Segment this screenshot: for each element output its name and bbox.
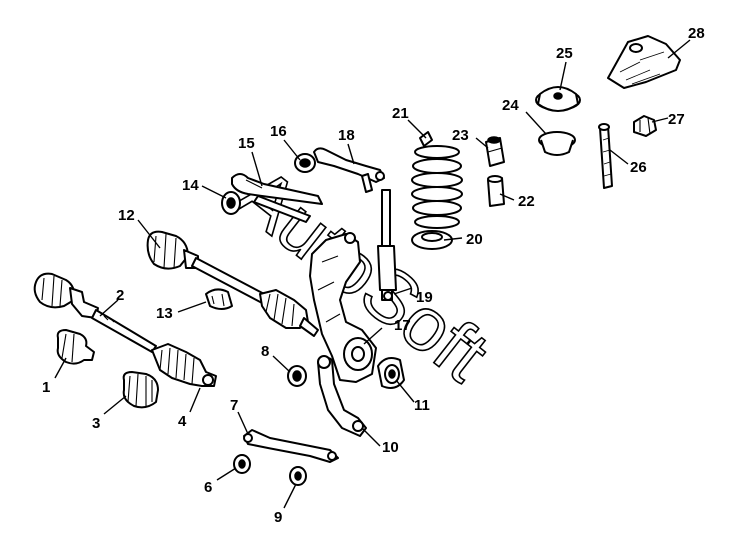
callout-3: 3 [92,415,100,432]
part-14-bushing [221,191,241,215]
part-25-strut-mount [535,86,581,112]
leader-24 [525,111,547,135]
callout-11: 11 [414,397,430,414]
leader-13 [177,301,207,313]
callout-13: 13 [156,305,173,322]
part-24-washer [538,131,576,156]
part-9-bushing [289,466,307,486]
callout-14: 14 [182,177,199,194]
callout-7: 7 [230,397,238,414]
leader-21 [407,119,427,139]
callout-24: 24 [502,97,519,114]
callout-12: 12 [118,207,135,224]
callout-4: 4 [178,413,187,430]
callout-labels: 1 2 3 4 6 7 8 9 10 11 12 13 14 15 16 17 … [42,25,705,526]
leader-7 [237,411,249,435]
callout-19: 19 [416,289,433,306]
leader-27 [651,117,669,123]
leader-17 [363,327,383,345]
leader-15 [251,151,263,187]
callout-27: 27 [668,111,685,128]
leader-25 [559,61,567,91]
leader-3 [103,395,127,415]
leader-18 [347,143,355,165]
part-1-cv-boot-small [56,329,95,365]
callout-16: 16 [270,123,287,140]
callout-1: 1 [42,379,50,396]
part-23-buffer [485,136,505,167]
leader-10 [361,427,381,447]
callout-28: 28 [688,25,705,42]
leader-11 [395,379,415,403]
part-15-upper-control-arm [231,173,323,223]
callout-10: 10 [382,439,399,456]
part-26-rod [598,123,613,189]
callout-23: 23 [452,127,469,144]
callout-17: 17 [394,317,411,334]
part-19-shock-absorber [377,189,397,301]
callout-15: 15 [238,135,255,152]
callout-9: 9 [274,509,282,526]
leader-4 [189,387,201,413]
part-27-nut [633,115,657,137]
part-4-outer-cv-joint [151,343,217,387]
leader-6 [216,467,237,481]
part-20-spring-seat [411,230,453,250]
leader-14 [201,185,227,199]
callout-20: 20 [466,231,483,248]
part-18-link-arm [313,147,385,193]
leader-12 [137,219,161,249]
part-3-boot-medium [122,371,159,409]
leader-26 [609,149,629,165]
leader-28 [667,39,691,59]
part-7-tie-rod [243,429,339,463]
callout-6: 6 [204,479,212,496]
leader-lines [54,39,691,509]
leader-9 [283,483,297,509]
part-11-bushing [377,357,405,389]
leader-16 [283,139,301,161]
part-8-bushing [287,365,307,387]
part-6-bushing [233,454,251,474]
leader-19 [393,287,413,295]
leader-20 [443,237,463,241]
part-10-lower-control-arm [317,355,367,437]
leader-22 [499,193,515,201]
callout-21: 21 [392,105,409,122]
callout-8: 8 [261,343,269,360]
callout-26: 26 [630,159,647,176]
part-12-drive-shaft-right [146,230,319,337]
part-2-drive-shaft-left [33,272,157,353]
leader-8 [272,355,291,373]
leader-2 [99,299,119,317]
leader-1 [54,357,67,379]
part-28-cover [607,35,681,89]
callout-22: 22 [518,193,535,210]
callout-18: 18 [338,127,355,144]
callout-2: 2 [116,287,124,304]
part-13-clamp [205,288,233,310]
part-16-bushing [294,153,316,173]
part-22-bump-stop [487,175,505,207]
leader-23 [475,137,489,149]
callout-25: 25 [556,45,573,62]
part-21-coil-spring [411,131,463,229]
